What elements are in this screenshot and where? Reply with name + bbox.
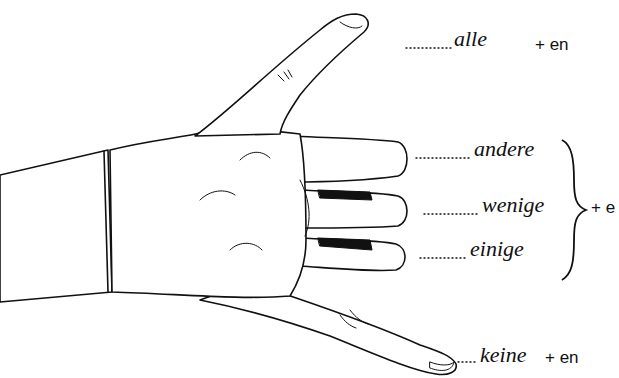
ending-label: + e xyxy=(591,199,615,216)
leader-line xyxy=(406,47,452,48)
curly-brace xyxy=(562,140,586,280)
ring-finger xyxy=(300,238,405,271)
thumb xyxy=(195,14,368,136)
leader-line xyxy=(424,213,480,214)
quantifier-word: andere xyxy=(474,138,534,160)
quantifier-word: einige xyxy=(470,238,524,260)
sleeve xyxy=(0,150,112,302)
knuckle-crease xyxy=(278,70,292,81)
pinky-nail xyxy=(430,362,454,370)
pinky-crease xyxy=(340,310,368,328)
skin-crease xyxy=(200,152,270,250)
back-of-hand xyxy=(110,130,306,298)
finger-gap xyxy=(300,180,309,236)
quantifier-word: keine xyxy=(480,344,526,366)
cuff-line xyxy=(104,151,108,292)
ending-label: + en xyxy=(545,349,579,366)
leader-line xyxy=(458,361,478,362)
ending-label: + en xyxy=(535,36,569,53)
quantifier-word: wenige xyxy=(482,194,544,216)
finger-shadow xyxy=(318,238,372,250)
leader-line xyxy=(420,257,468,258)
leader-line xyxy=(416,157,472,158)
thumbnail xyxy=(340,22,362,28)
finger-shadow xyxy=(318,190,372,200)
middle-finger xyxy=(300,190,407,228)
quantifier-word: alle xyxy=(454,28,487,50)
